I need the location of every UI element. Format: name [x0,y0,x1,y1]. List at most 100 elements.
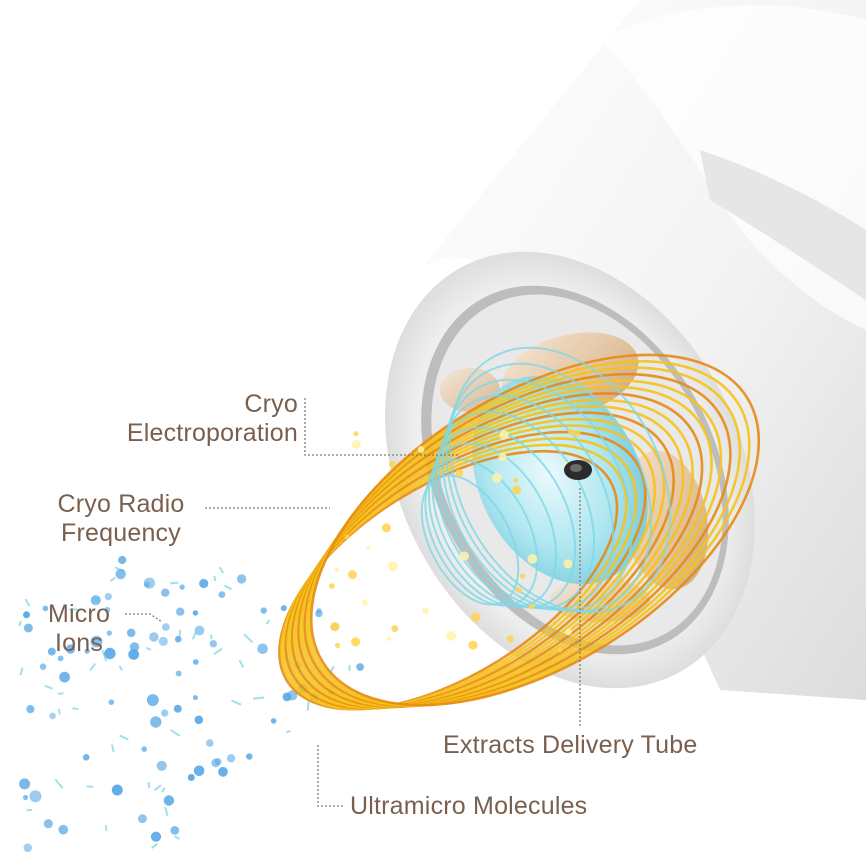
label-cryo-radio-frequency: Cryo Radio Frequency [57,490,185,547]
molecule-streak [170,581,179,585]
ion-particle [315,609,323,618]
ion-particle [42,605,49,612]
inner-coil-loop [441,378,634,612]
molecule-streak [164,806,169,817]
ion-particle [59,671,70,683]
ion-particle [179,584,185,590]
ion-particle [260,607,267,614]
molecule-streak [178,629,182,637]
ion-particle [137,814,147,824]
molecule-streak [162,709,167,716]
energy-spark [499,430,509,440]
ion-particle [150,716,162,728]
ion-particle [84,648,90,654]
ion-particle [218,766,228,777]
coil-loop [292,405,685,709]
energy-spark [334,567,340,573]
ion-particle [356,663,364,671]
ion-particle [175,670,182,677]
molecule-streak [265,619,271,625]
ion-particle [104,647,116,660]
ion-particle [218,591,226,598]
inner-coil-loop [448,346,672,614]
molecule-streak [54,778,64,789]
energy-spark [381,523,392,533]
energy-spark [351,637,361,647]
coil-loop [278,449,619,711]
leader-lines [125,398,581,807]
ion-particle [143,581,150,588]
molecule-streak [86,785,94,788]
coil-loop [288,417,666,710]
ion-particle [23,843,33,853]
energy-spark [422,607,429,615]
delivery-nozzle-icon [564,460,592,480]
leader-cryo-electroporation [304,398,460,456]
ion-particle [115,568,126,580]
inner-coil-loop [424,458,539,607]
energy-spark [573,430,581,437]
ion-particle [126,628,136,638]
molecule-streak [18,620,22,627]
inner-coil-loop [438,394,615,611]
ion-particle [19,778,31,790]
molecule-streak [104,825,108,832]
ion-particle [47,647,56,656]
energy-spark [513,477,519,483]
energy-spark [492,472,502,483]
ion-particle [104,606,111,613]
ion-particle [192,659,199,665]
molecule-streak [224,584,232,591]
ion-particle [43,819,53,829]
coil-loop [309,353,761,707]
molecule-streak [89,662,96,672]
molecule-streak [191,628,199,640]
label-extracts-delivery-tube: Extracts Delivery Tube [443,731,698,759]
ion-particle [90,635,103,648]
leader-ultramicro-molecules [317,745,345,807]
coil-loop [297,392,704,709]
molecule-streak [306,701,310,711]
label-micro-ions: Micro Ions [47,600,111,657]
ion-particle [280,605,287,612]
molecule-streak [24,598,31,607]
ion-particle [236,574,247,584]
molecule-streak [154,784,162,792]
ion-particle [257,643,268,655]
energy-spark [391,625,399,633]
molecule-streak [19,667,24,676]
ion-particle [282,692,292,702]
energy-spark [446,631,457,641]
molecule-streak [174,835,180,840]
energy-spark [459,551,469,561]
coil-loop [284,430,647,710]
energy-spark [389,460,396,468]
energy-spark [417,446,425,453]
energy-spark [471,612,481,622]
ion-particle [111,784,123,796]
ion-particle [199,578,209,589]
energy-spark [455,469,464,477]
ion-particle [129,642,140,652]
ion-particle [158,636,168,646]
ion-particle [90,595,101,606]
inner-coil-loop [445,362,653,613]
ion-particle [176,607,185,616]
ion-particle [128,649,140,660]
ion-particle [194,625,205,636]
ion-particle [29,790,42,803]
ion-particle [192,610,199,616]
ion-particle [65,644,76,654]
ion-particle [270,718,277,724]
molecule-streak [57,708,61,715]
energy-spark [386,636,391,641]
energy-spark [344,534,350,540]
inner-coil-loop [427,442,558,608]
molecule-streak [243,633,254,644]
molecule-streak [170,729,181,737]
molecule-streak [147,781,151,789]
leader-micro-ions [125,613,163,623]
energy-spark [329,583,335,589]
ion-particle [163,795,175,806]
